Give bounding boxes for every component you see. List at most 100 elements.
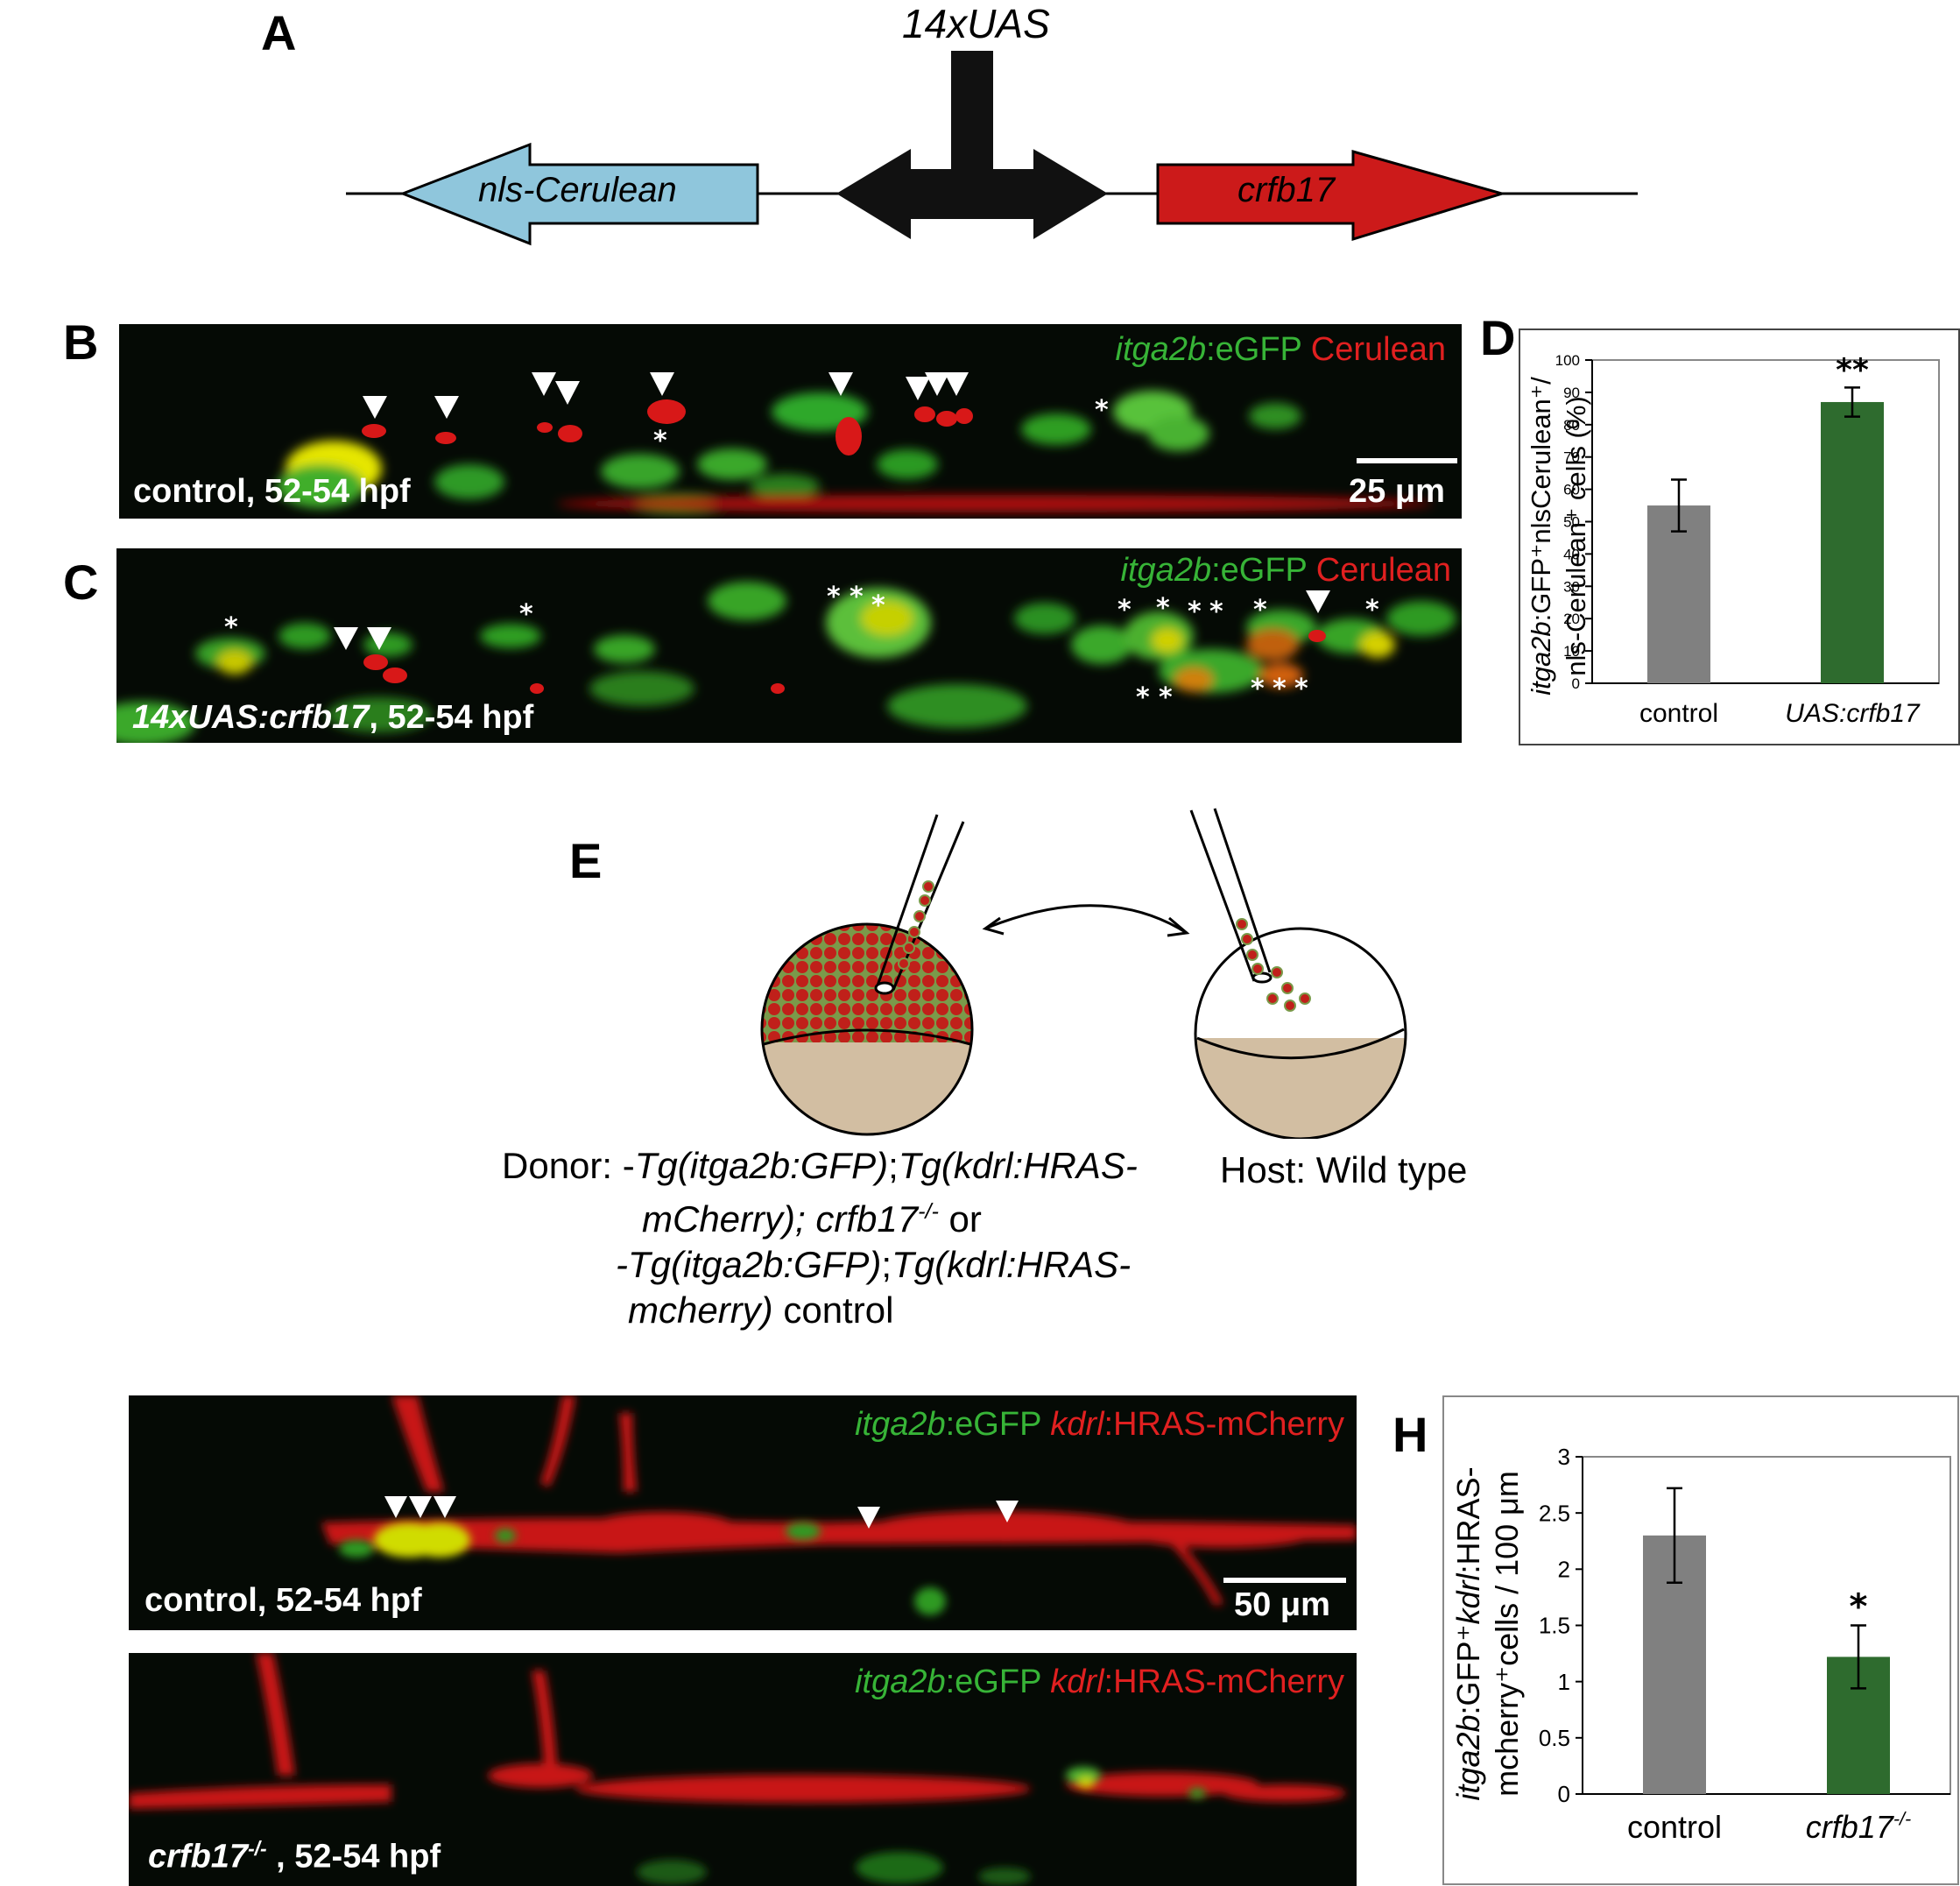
panel-e-letter: E	[569, 833, 603, 888]
legend-g-green-suffix: :eGFP	[945, 1663, 1041, 1700]
chart-h-ylabel: itga2b:GFP⁺kdrl:HRAS- mcherry⁺cells / 10…	[1449, 1406, 1537, 1861]
svg-text:*: *	[1209, 597, 1223, 627]
x-category-label: crfb17-/-	[1806, 1808, 1911, 1845]
caption-g: crfb17-/- , 52-54 hpf	[148, 1837, 441, 1876]
crfb17-gene-arrow	[1156, 150, 1507, 242]
scale-label-f: 50 μm	[1234, 1586, 1330, 1623]
svg-text:*: *	[1159, 682, 1173, 713]
chart-d-ylabel-line2: nls-Cerulean⁺ cells (%)	[1561, 396, 1591, 676]
panel-a-letter: A	[261, 5, 297, 60]
caption-c-stage: , 52-54 hpf	[369, 699, 534, 736]
right-gene-label: crfb17	[1237, 171, 1336, 209]
svg-text:*: *	[1117, 595, 1132, 625]
y-tick-label: 2	[1558, 1556, 1570, 1582]
y-tick-label: 0.5	[1539, 1725, 1570, 1751]
caption-c-construct: 14xUAS:crfb17	[132, 699, 370, 736]
legend-g-green: itga2b	[855, 1663, 946, 1700]
host-needle	[1189, 808, 1273, 984]
legend-c-red: Cerulean	[1315, 552, 1451, 589]
svg-text:*: *	[519, 599, 533, 630]
donor-line-2: mCherry); crfb17-/- or	[642, 1198, 982, 1240]
chart-h-ylabel-line2: mcherry⁺cells / 100 μm	[1489, 1471, 1525, 1797]
y-tick-label: 2.5	[1539, 1500, 1570, 1526]
bar-D-1	[1821, 401, 1884, 683]
svg-text:*: *	[827, 582, 841, 612]
y-tick-label: 1	[1558, 1669, 1570, 1695]
chart-d-ylabel-line1: itga2b:GFP⁺nlsCerulean⁺/	[1526, 377, 1556, 696]
bar-D-0	[1647, 505, 1710, 683]
exchange-arrow	[984, 904, 1188, 935]
micrograph-g-image	[129, 1653, 1346, 1885]
svg-text:*: *	[1251, 674, 1265, 704]
y-tick-label: 3	[1558, 1444, 1570, 1470]
svg-text:*: *	[1156, 593, 1170, 624]
y-tick-label: 0	[1572, 675, 1580, 692]
caption-g-sup: -/-	[248, 1837, 267, 1860]
legend-c-green: itga2b	[1120, 552, 1212, 589]
micrograph-c-image: * * * * * * * * * * * * * * * *	[116, 582, 1456, 743]
panel-h-letter: H	[1392, 1407, 1428, 1462]
donor-line-4: mcherry) control	[628, 1289, 894, 1331]
plot-area	[1591, 359, 1940, 684]
y-tick-label: 100	[1555, 352, 1580, 369]
left-gene-label: nls-Cerulean	[478, 171, 677, 209]
micrograph-f: itga2b:eGFP kdrl:HRAS-mCherry control, 5…	[129, 1395, 1357, 1630]
y-tick-label: 90	[1563, 385, 1580, 401]
legend-f-green-suffix: :eGFP	[945, 1406, 1041, 1443]
caption-g-stage: , 52-54 hpf	[266, 1838, 441, 1875]
significance-marker: **	[1836, 352, 1869, 388]
micrograph-g: itga2b:eGFP kdrl:HRAS-mCherry crfb17-/- …	[129, 1653, 1357, 1886]
legend-b: itga2b:eGFP Cerulean	[1116, 331, 1446, 369]
plot-area	[1582, 1456, 1951, 1795]
micrograph-b-image: * *	[277, 372, 1433, 514]
scale-label-b: 25 μm	[1349, 473, 1445, 510]
micrograph-f-image	[321, 1395, 1357, 1615]
y-tick-label: 70	[1563, 449, 1580, 466]
y-tick-label: 20	[1563, 611, 1580, 627]
promoter-14xuas	[836, 51, 1108, 239]
legend-b-red: Cerulean	[1310, 331, 1446, 368]
donor-needle	[874, 814, 965, 995]
legend-g-red: kdrl	[1050, 1663, 1104, 1700]
caption-f: control, 52-54 hpf	[145, 1582, 422, 1619]
micrograph-b: * * itga2b:eGFP Cerulean control, 52-54 …	[119, 324, 1462, 519]
transplant-diagram	[760, 808, 1407, 1139]
micrograph-c: * * * * * * * * * * * * * * * * itga2b:e…	[116, 548, 1462, 743]
legend-c-green-suffix: :eGFP	[1211, 552, 1308, 589]
x-category-label: UAS:crfb17	[1785, 699, 1921, 728]
scale-bar-f	[1223, 1578, 1346, 1583]
chart-h-ylabel-line1: itga2b:GFP⁺kdrl:HRAS-	[1450, 1466, 1486, 1801]
svg-text:*: *	[224, 612, 238, 643]
host-embryo	[1195, 929, 1406, 1139]
host-description: Host: Wild type	[1220, 1149, 1468, 1190]
legend-b-green: itga2b	[1115, 331, 1207, 368]
y-tick-label: 40	[1563, 546, 1580, 562]
panel-d-letter: D	[1480, 310, 1516, 365]
y-tick-label: 30	[1563, 578, 1580, 595]
svg-text:*: *	[1294, 674, 1308, 704]
caption-b: control, 52-54 hpf	[133, 473, 411, 510]
uas-label: 14xUAS	[902, 1, 1050, 46]
nls-cerulean-gene-arrow	[398, 142, 759, 246]
svg-text:*: *	[1136, 682, 1150, 713]
caption-c: 14xUAS:crfb17, 52-54 hpf	[132, 699, 533, 737]
significance-marker: *	[1850, 1587, 1868, 1628]
legend-b-green-suffix: :eGFP	[1206, 331, 1302, 368]
legend-f-red-suffix: :HRAS-mCherry	[1103, 1406, 1344, 1443]
panel-c-letter: C	[63, 554, 99, 610]
donor-description: Donor: -Tg(itga2b:GFP);Tg(kdrl:HRAS- mCh…	[499, 1143, 1138, 1333]
y-tick-label: 60	[1563, 482, 1580, 498]
legend-f-red: kdrl	[1050, 1406, 1104, 1443]
y-tick-label: 10	[1563, 643, 1580, 660]
panel-b-letter: B	[63, 314, 99, 370]
y-tick-label: 50	[1563, 513, 1580, 530]
scale-bar-b	[1357, 458, 1457, 463]
svg-text:*: *	[1095, 395, 1109, 426]
y-tick-label: 1.5	[1539, 1613, 1570, 1639]
legend-c: itga2b:eGFP Cerulean	[1121, 552, 1451, 590]
svg-text:*: *	[871, 590, 885, 621]
svg-text:*: *	[850, 582, 864, 612]
x-category-label: control	[1627, 1809, 1722, 1845]
